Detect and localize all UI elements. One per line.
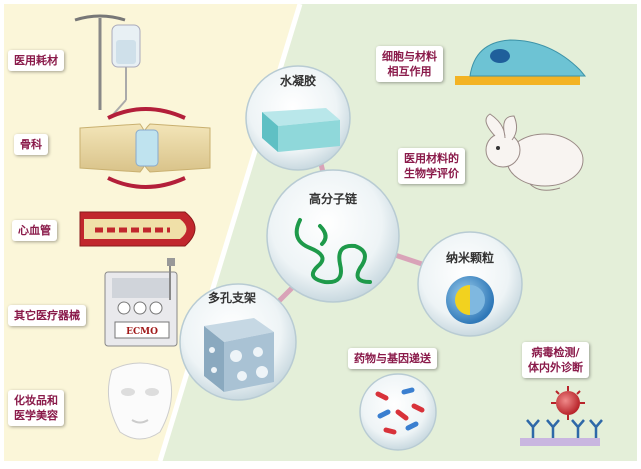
nanoparticle-sphere [417,231,523,337]
ecmo-text: ECMO [126,327,158,337]
label-medical-consumables: 医用耗材 [8,50,64,71]
hydrogel-title: 水凝胶 [280,73,316,88]
label-cosmetics: 化妆品和医学美容 [8,390,64,426]
hydrogel-sphere [245,65,351,171]
label-virus-detection: 病毒检测/体内外诊断 [522,342,589,378]
label-drug-delivery: 药物与基因递送 [348,348,437,369]
label-cell-interaction: 细胞与材料相互作用 [376,46,443,82]
scaffold-sphere [179,283,297,401]
label-orthopedics: 骨科 [14,134,48,155]
rabbit-illustration [485,113,584,191]
knee-joint-illustration [79,107,211,189]
polymer-chain-title: 高分子链 [309,191,358,206]
iv-drip-illustration [74,14,141,119]
ecmo-machine-illustration [104,258,178,347]
face-mask-illustration [107,362,173,440]
nanoparticle-title: 纳米颗粒 [446,250,494,265]
label-other-devices: 其它医疗器械 [8,305,86,326]
label-bio-evaluation: 医用材料的生物学评价 [398,148,465,184]
cell-substrate-illustration [455,39,587,85]
drug-delivery-illustration [359,373,437,451]
virus-detection-illustration [520,386,603,446]
label-cardiovascular: 心血管 [12,220,57,241]
blood-vessel-illustration [79,211,196,247]
polymer-chain-sphere [266,169,400,303]
scaffold-title: 多孔支架 [208,290,256,305]
